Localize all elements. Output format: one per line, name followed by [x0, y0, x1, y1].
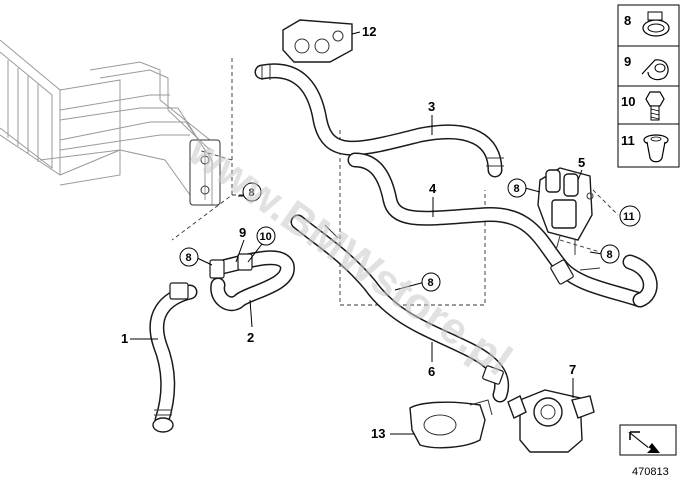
legend-num-11: 11	[621, 133, 635, 148]
expanding-rivet-icon	[643, 134, 669, 163]
circled-callout-8-d: 8	[394, 272, 441, 292]
hose-4	[347, 152, 658, 308]
svg-text:8: 8	[249, 187, 255, 199]
hose-2	[209, 250, 295, 312]
assembly-lines	[171, 58, 619, 306]
circled-callout-8-b: 8	[179, 247, 213, 267]
svg-text:11: 11	[623, 211, 635, 223]
callout-5: 5	[578, 155, 585, 170]
legend-num-10: 10	[621, 94, 635, 109]
callout-3: 3	[428, 99, 435, 114]
callout-12: 12	[362, 24, 376, 39]
legend-num-9: 9	[624, 54, 631, 69]
part-5-valve	[537, 167, 594, 255]
arrow-icon	[628, 431, 660, 453]
callout-10: 10	[260, 231, 272, 243]
svg-text:8: 8	[186, 252, 192, 264]
hose-clamp-icon	[642, 11, 670, 37]
svg-text:8: 8	[514, 183, 520, 195]
callout-4: 4	[429, 181, 437, 196]
part-7-pump	[507, 389, 595, 453]
circled-callout-8-a: 8	[238, 182, 262, 202]
diagram-id: 470813	[632, 466, 669, 478]
part-13-bracket	[409, 399, 493, 449]
navigation-arrow-box[interactable]	[619, 424, 677, 456]
callout-9: 9	[239, 225, 246, 240]
circled-callout-8-c: 8	[507, 178, 541, 198]
circled-callout-11: 11	[619, 205, 641, 227]
svg-text:8: 8	[428, 277, 434, 289]
callout-7: 7	[569, 362, 576, 377]
callout-13: 13	[371, 426, 385, 441]
part-12-bracket	[282, 19, 353, 63]
callout-1: 1	[121, 331, 128, 346]
heater-core-outline	[0, 39, 221, 206]
circled-callout-8-e: 8	[589, 244, 620, 264]
callout-2: 2	[247, 330, 254, 345]
hose-3	[254, 63, 504, 178]
legend-num-8: 8	[624, 13, 631, 28]
hex-screw-icon	[645, 91, 665, 121]
svg-text:8: 8	[607, 249, 613, 261]
p-clip-icon	[641, 59, 669, 81]
callouts: 12 3 4 5 1 2 6 7 13 9 10	[121, 24, 585, 441]
legend-panel: 8 9 10 11	[617, 4, 680, 168]
circled-callouts: 8 8 8 8 8 11	[179, 178, 641, 292]
hose-1	[149, 282, 198, 433]
hose-6	[290, 214, 510, 403]
callout-6: 6	[428, 364, 435, 379]
